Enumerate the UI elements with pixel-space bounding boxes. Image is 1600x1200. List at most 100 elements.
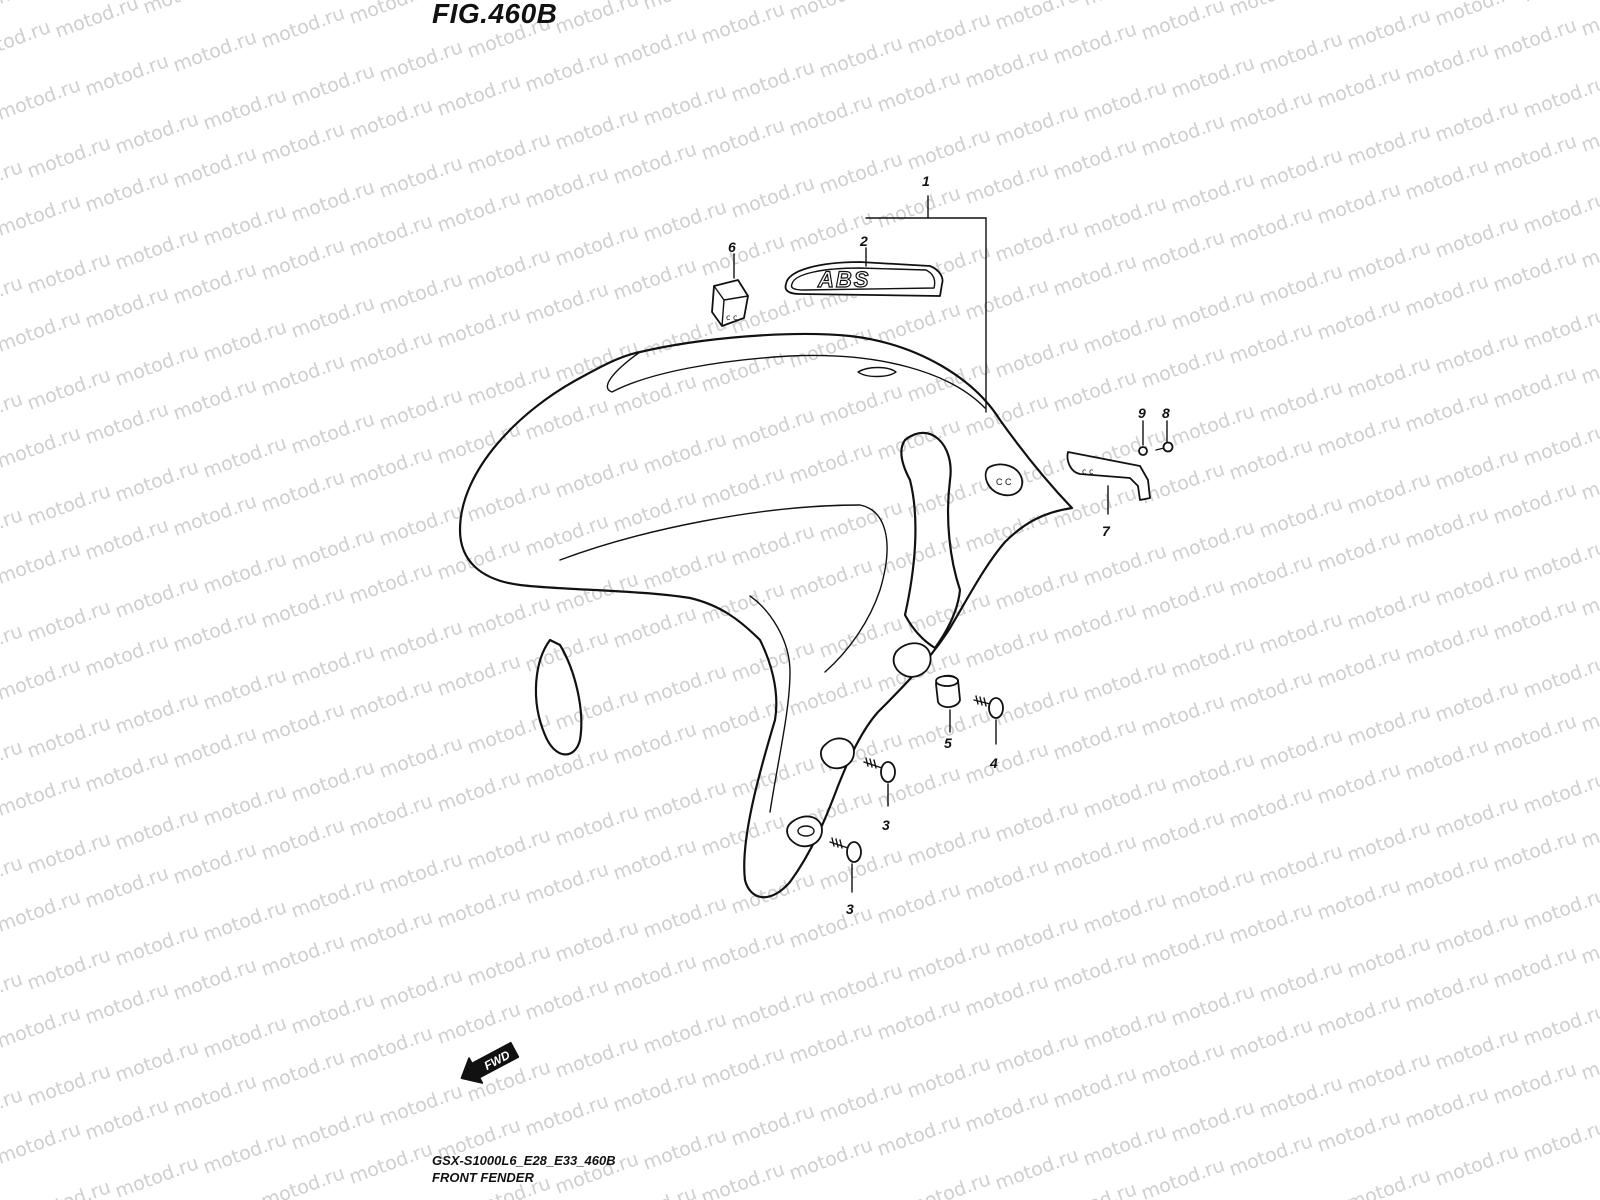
- watermark-text: motod.ru: [0, 770, 84, 820]
- watermark-text: motod.ru: [24, 1060, 113, 1110]
- watermark-text: motod.ru: [1432, 676, 1521, 726]
- watermark-text: motod.ru: [992, 1144, 1081, 1194]
- watermark-text: motod.ru: [552, 452, 641, 502]
- callout-3-upper: 3: [882, 817, 890, 833]
- watermark-text: motod.ru: [1344, 700, 1433, 750]
- part-3-screw-upper: [863, 757, 896, 807]
- watermark-text: motod.ru: [346, 94, 435, 144]
- svg-text:C C: C C: [996, 477, 1012, 487]
- watermark-text: motod.ru: [112, 224, 201, 274]
- watermark-text: motod.ru: [640, 312, 729, 362]
- watermark-text: motod.ru: [610, 602, 699, 652]
- watermark-text: motod.ru: [376, 268, 465, 318]
- watermark-text: motod.ru: [552, 0, 641, 39]
- abs-emblem: ABS: [784, 247, 944, 297]
- watermark-text: motod.ru: [112, 920, 201, 970]
- watermark-text: motod.ru: [698, 926, 787, 976]
- watermark-text: motod.ru: [640, 428, 729, 478]
- watermark-text: motod.ru: [376, 964, 465, 1014]
- svg-text:c c: c c: [1082, 467, 1093, 476]
- watermark-text: motod.ru: [698, 1042, 787, 1092]
- watermark-text: motod.ru: [258, 814, 347, 864]
- watermark-text: motod.ru: [522, 394, 611, 444]
- watermark-text: motod.ru: [522, 974, 611, 1024]
- watermark-text: motod.ru: [170, 606, 259, 656]
- watermark-text: motod.ru: [1402, 502, 1491, 552]
- watermark-text: motod.ru: [346, 1022, 435, 1072]
- watermark-text: motod.ru: [434, 534, 523, 584]
- watermark-text: motod.ru: [640, 660, 729, 710]
- part-9-nut: [1138, 420, 1148, 456]
- watermark-text: motod.ru: [962, 158, 1051, 208]
- front-fender: C C: [458, 332, 1074, 899]
- watermark-text: motod.ru: [464, 244, 553, 294]
- watermark-text: motod.ru: [640, 892, 729, 942]
- watermark-text: motod.ru: [1344, 468, 1433, 518]
- watermark-text: motod.ru: [640, 0, 729, 15]
- watermark-text: motod.ru: [610, 254, 699, 304]
- watermark-text: motod.ru: [786, 554, 875, 604]
- watermark-text: motod.ru: [1138, 1038, 1227, 1088]
- watermark-text: motod.ru: [24, 828, 113, 878]
- watermark-text: motod.ru: [112, 804, 201, 854]
- watermark-text: motod.ru: [434, 70, 523, 120]
- watermark-text: motod.ru: [1226, 1130, 1315, 1180]
- watermark-text: motod.ru: [1080, 888, 1169, 938]
- watermark-text: motod.ru: [1578, 1034, 1600, 1084]
- watermark-text: motod.ru: [874, 878, 963, 928]
- watermark-text: motod.ru: [434, 882, 523, 932]
- watermark-text: motod.ru: [786, 206, 875, 256]
- watermark-text: motod.ru: [552, 916, 641, 966]
- watermark-text: motod.ru: [816, 960, 905, 1010]
- watermark-text: motod.ru: [1578, 222, 1600, 272]
- watermark-text: motod.ru: [112, 688, 201, 738]
- watermark-text: motod.ru: [112, 340, 201, 390]
- watermark-text: motod.ru: [376, 616, 465, 666]
- watermark-text: motod.ru: [640, 196, 729, 246]
- watermark-text: motod.ru: [610, 718, 699, 768]
- watermark-text: motod.ru: [1168, 980, 1257, 1030]
- watermark-text: motod.ru: [0, 16, 54, 66]
- watermark-text: motod.ru: [258, 698, 347, 748]
- watermark-text: motod.ru: [1050, 250, 1139, 300]
- watermark-text: motod.ru: [1344, 816, 1433, 866]
- watermark-text: motod.ru: [112, 456, 201, 506]
- watermark-text: motod.ru: [1520, 0, 1600, 7]
- watermark-text: motod.ru: [0, 0, 84, 9]
- watermark-text: motod.ru: [1432, 560, 1521, 610]
- callout-7: 7: [1102, 523, 1111, 539]
- watermark-text: motod.ru: [992, 680, 1081, 730]
- watermark-text: motod.ru: [874, 994, 963, 1044]
- watermark-text: motod.ru: [1168, 748, 1257, 798]
- watermark-text: motod.ru: [1402, 618, 1491, 668]
- watermark-text: motod.ru: [816, 32, 905, 82]
- watermark-text: motod.ru: [24, 1176, 113, 1200]
- watermark-text: motod.ru: [786, 1134, 875, 1184]
- watermark-text: motod.ru: [434, 766, 523, 816]
- watermark-text: motod.ru: [1520, 536, 1600, 586]
- watermark-text: motod.ru: [1168, 864, 1257, 914]
- watermark-text: motod.ru: [816, 1076, 905, 1126]
- watermark-text: motod.ru: [874, 182, 963, 232]
- watermark-text: motod.ru: [0, 1084, 26, 1134]
- watermark-text: motod.ru: [786, 322, 875, 372]
- watermark-text: motod.ru: [962, 42, 1051, 92]
- watermark-text: motod.ru: [1080, 192, 1169, 242]
- watermark-text: motod.ru: [1256, 492, 1345, 542]
- watermark-text: motod.ru: [786, 438, 875, 488]
- watermark-text: motod.ru: [1432, 328, 1521, 378]
- watermark-text: motod.ru: [992, 1028, 1081, 1078]
- watermark-text: motod.ru: [0, 852, 26, 902]
- watermark-text: motod.ru: [1314, 758, 1403, 808]
- callout-1: 1: [922, 173, 930, 189]
- watermark-text: motod.ru: [904, 8, 993, 58]
- watermark-text: motod.ru: [1050, 18, 1139, 68]
- watermark-text: motod.ru: [1344, 236, 1433, 286]
- watermark-text: motod.ru: [200, 432, 289, 482]
- watermark-text: motod.ru: [1080, 1004, 1169, 1054]
- watermark-text: motod.ru: [112, 108, 201, 158]
- part-8-screw: [1155, 420, 1174, 453]
- watermark-text: motod.ru: [1256, 956, 1345, 1006]
- watermark-text: motod.ru: [258, 1162, 347, 1200]
- watermark-text: motod.ru: [1578, 454, 1600, 504]
